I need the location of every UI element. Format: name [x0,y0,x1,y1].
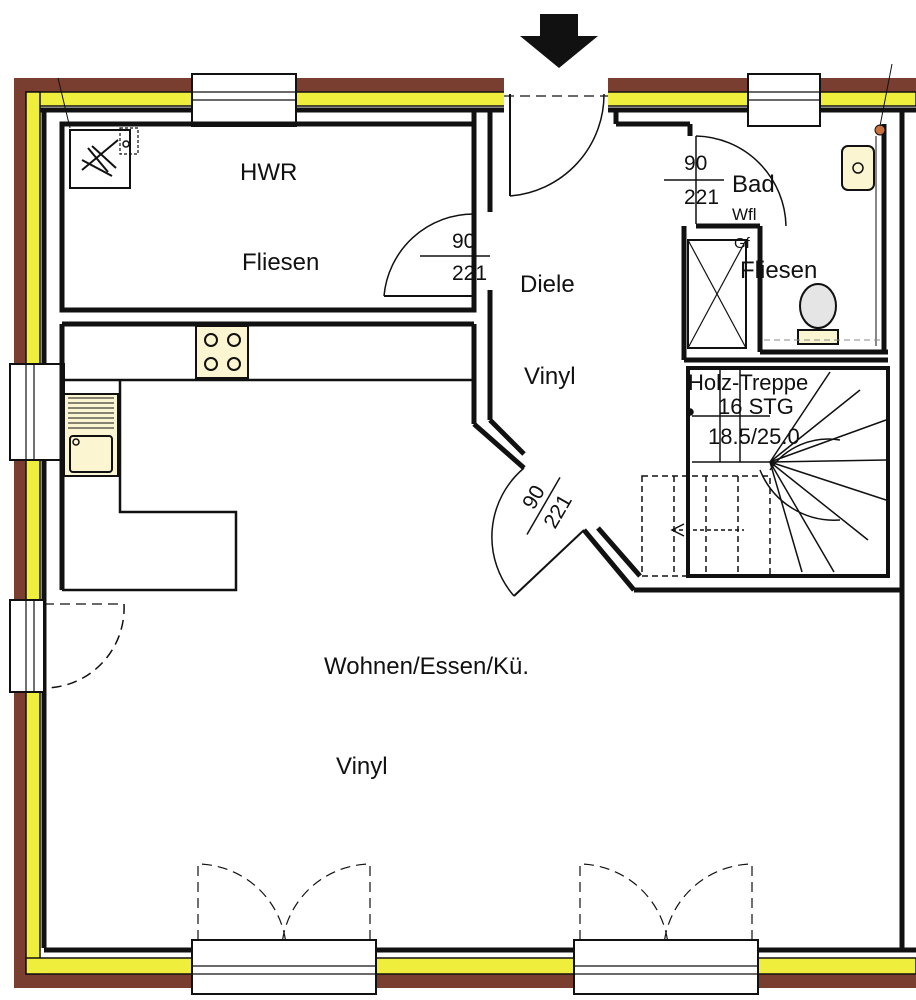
openings [9,73,821,995]
doors [43,93,787,945]
cooktop-icon [195,325,249,379]
staircase [641,366,890,578]
shower-icon [687,239,747,349]
room-floor-diele: Vinyl [524,363,576,390]
door-label-wohnen: 90 221 [518,476,577,535]
room-partial-label-bad-2: Gf [734,235,751,252]
door-height-hwr: 221 [452,262,487,285]
stairs-steps: 16 STG [718,394,794,419]
outer-wall-insulation [25,91,916,975]
interior-walls [59,112,902,593]
entrance-door-swing [509,93,605,197]
door-width-hwr: 90 [452,230,475,253]
washbasin-icon [841,145,875,191]
door-width-bad: 90 [684,152,707,175]
room-name-wohnen: Wohnen/Essen/Kü. [324,653,529,680]
side-door-swing [43,603,125,689]
room-name-bad: Bad [732,171,775,198]
toilet-icon [797,283,839,345]
room-partial-label-bad: Wfl [732,205,757,224]
door-height-bad: 221 [684,186,719,209]
stairs-ratio: 18.5/25.0 [708,424,800,449]
terrace-door-left [191,939,377,995]
room-floor-hwr: Fliesen [242,249,319,276]
room-name-diele: Diele [520,271,575,298]
pipe-icon [874,63,893,346]
wohnen-door-swing [491,467,525,597]
outer-wall-inner [40,107,916,953]
kitchen-counter [62,378,474,592]
room-floor-wohnen: Vinyl [336,753,388,780]
room-name-hwr: HWR [240,159,297,186]
window-kitchen [9,363,65,461]
terrace-door-right [573,939,759,995]
boiler-icon [57,77,139,189]
window-glass-lines [25,91,820,975]
door-width-wohnen: 90 [518,482,550,514]
kitchen-sink-icon [63,393,119,477]
bad-door-swing [695,135,787,227]
hwr-door-swing [383,213,475,297]
door-dim-line-wohnen [526,476,561,535]
side-door-opening [9,599,45,693]
room-floor-bad: Fliesen [740,257,817,284]
stairs-title: Holz-Treppe [688,370,808,395]
arrow-down-icon [520,14,598,68]
